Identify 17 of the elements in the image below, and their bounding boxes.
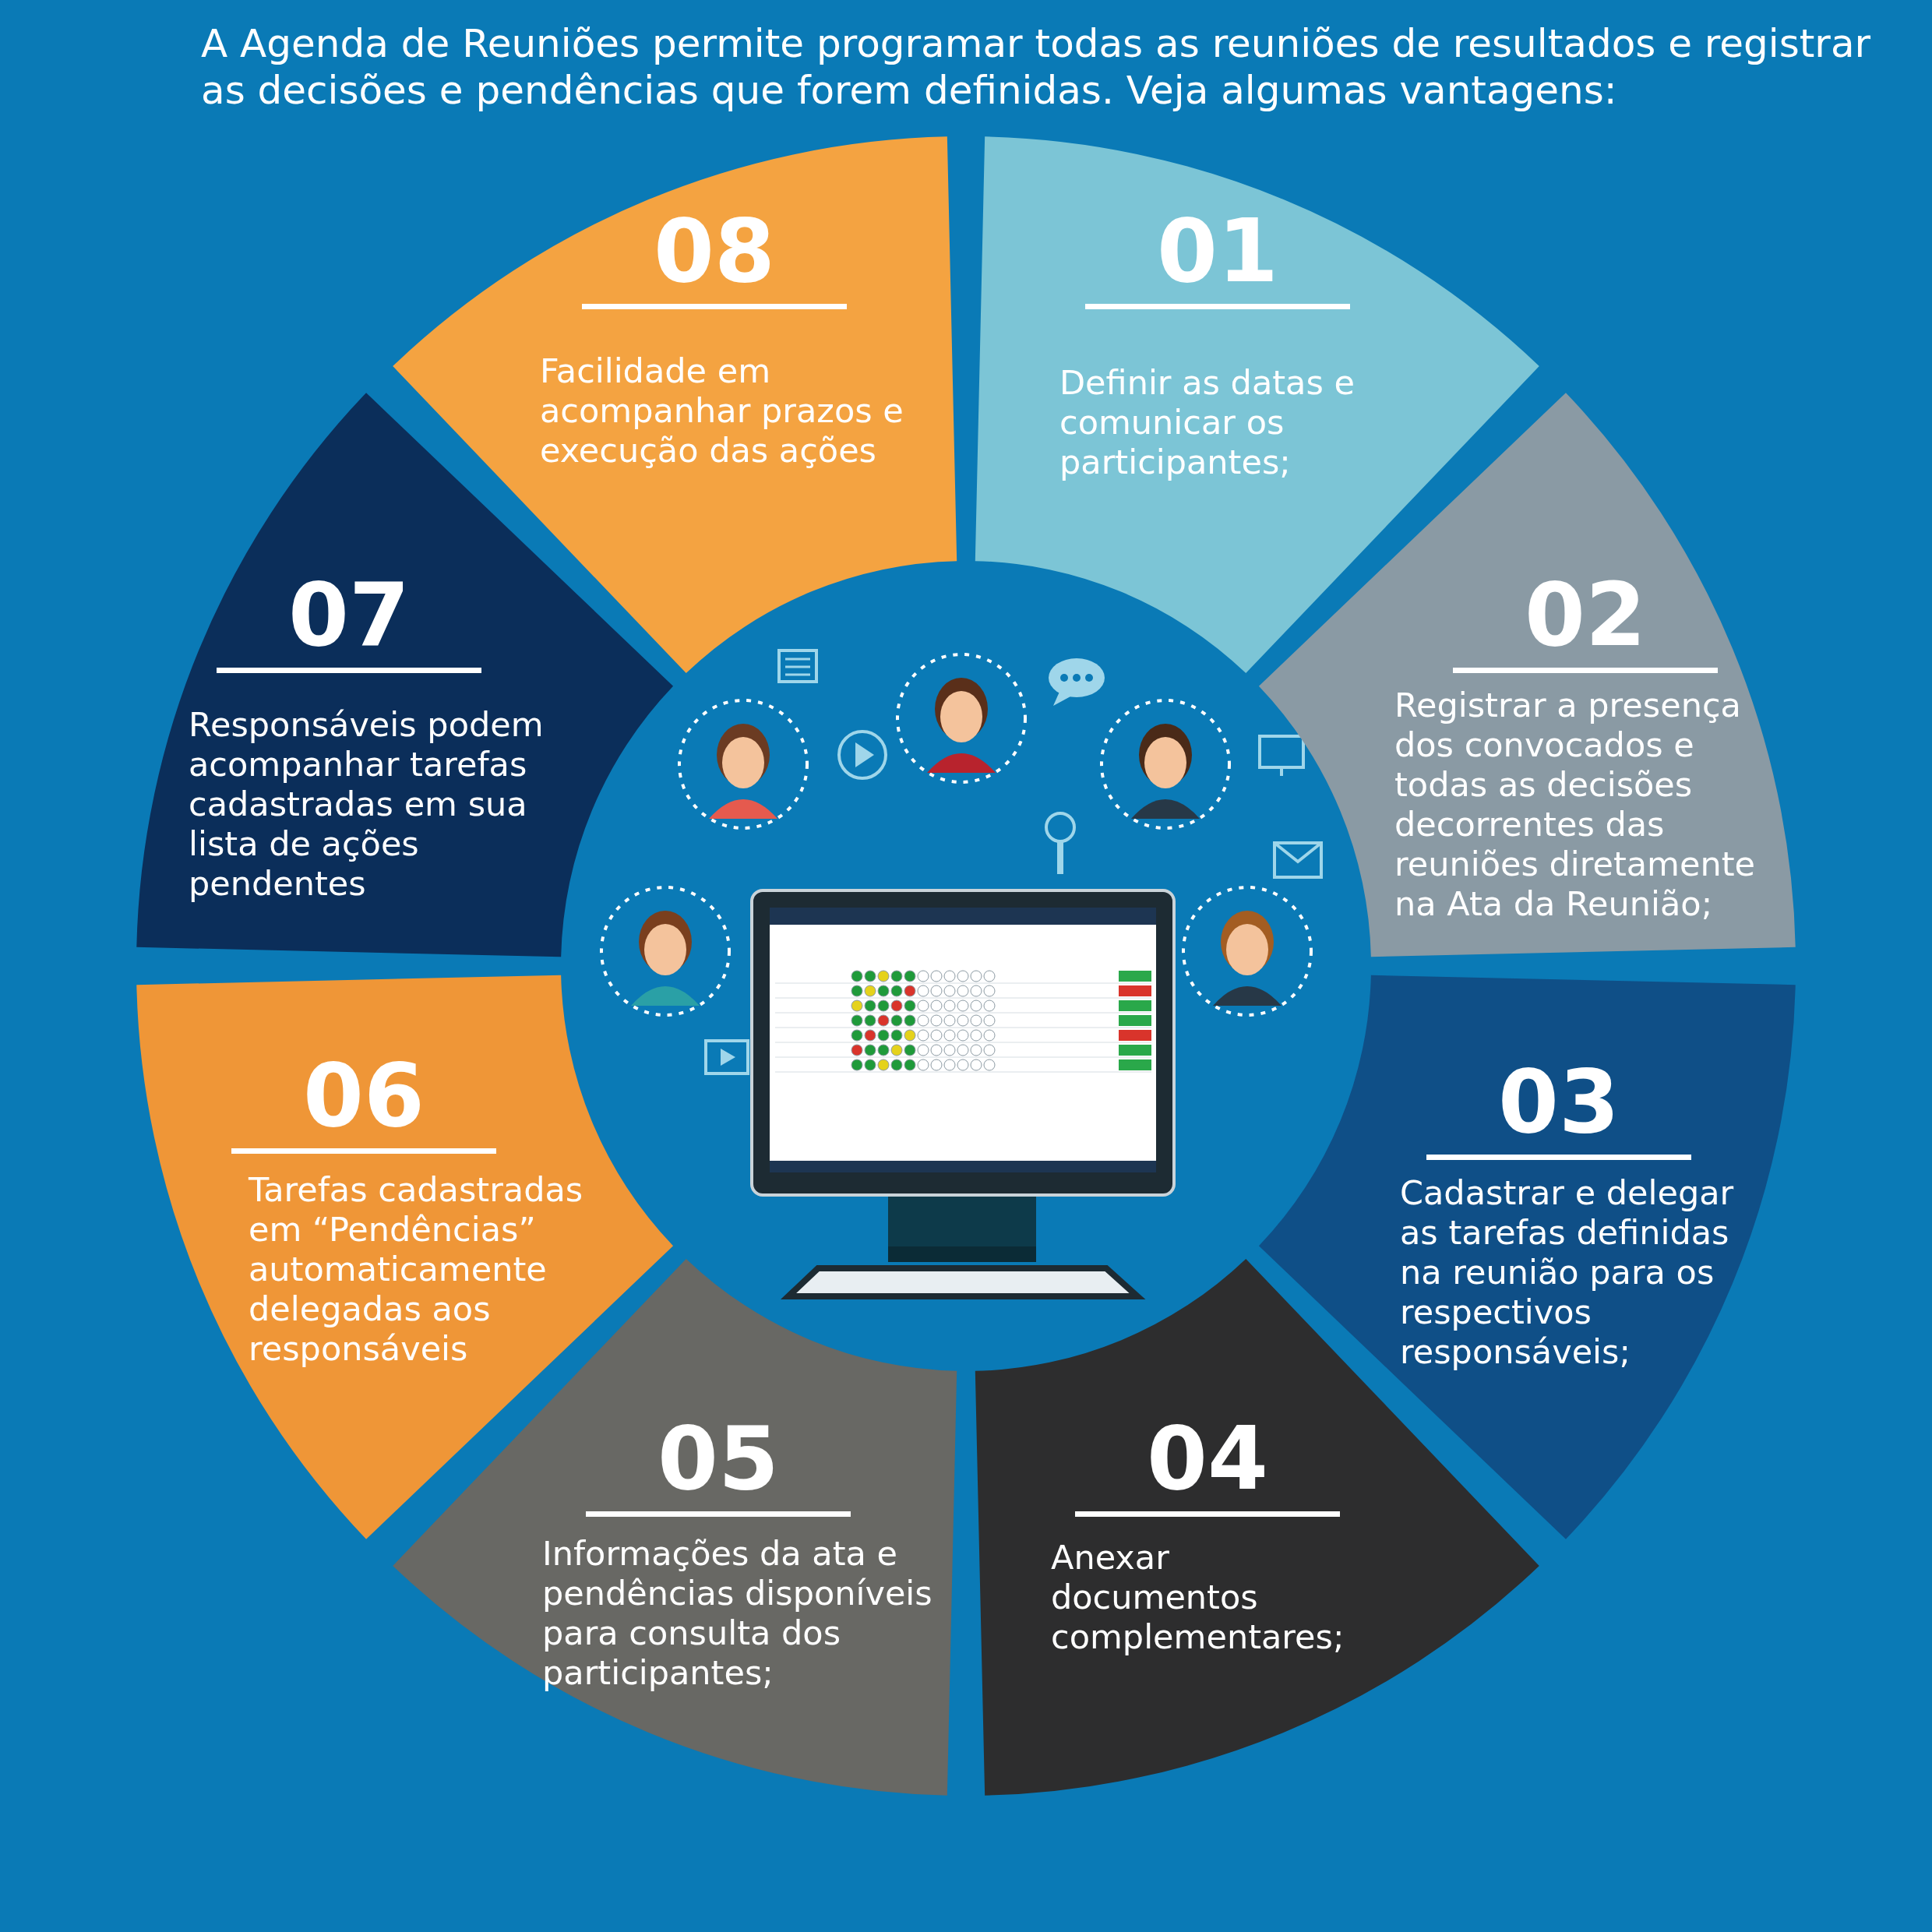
step-description: Registrar a presença dos convocados e todas as decisões decorrentes das reuniões diretamente na Ata da Reunião; [1394, 686, 1757, 924]
title-text: A Agenda de Reuniões permite programar todas as reuniões de resultados e registrar as decisões e pendências que forem definidas. Veja algumas vantagens: [201, 20, 1872, 114]
step-description: Informações da ata e pendências disponíveis para consulta dos participantes; [542, 1534, 933, 1693]
step-number: 03 [1497, 1055, 1620, 1148]
step-description: Anexar documentos complementares; [1051, 1538, 1345, 1657]
step-number: 05 [657, 1412, 780, 1505]
step-description: Facilidade em acompanhar prazos e execução das ações [540, 351, 904, 471]
step-number: 07 [287, 568, 411, 661]
step-number: 06 [302, 1049, 425, 1142]
step-description: Responsáveis podem acompanhar tarefas cadastradas em sua lista de ações pendentes [189, 705, 545, 904]
step-number: 04 [1146, 1412, 1269, 1505]
step-description: Definir as datas e comunicar os participantes; [1059, 363, 1356, 482]
step-description: Cadastrar e delegar as tarefas definidas na reunião para os respectivos responsáveis; [1400, 1173, 1735, 1372]
step-number: 01 [1156, 204, 1279, 298]
step-number: 02 [1524, 568, 1647, 661]
step-number: 08 [653, 204, 776, 298]
step-description: Tarefas cadastradas em “Pendências” automaticamente delegadas aos responsáveis [249, 1170, 584, 1369]
